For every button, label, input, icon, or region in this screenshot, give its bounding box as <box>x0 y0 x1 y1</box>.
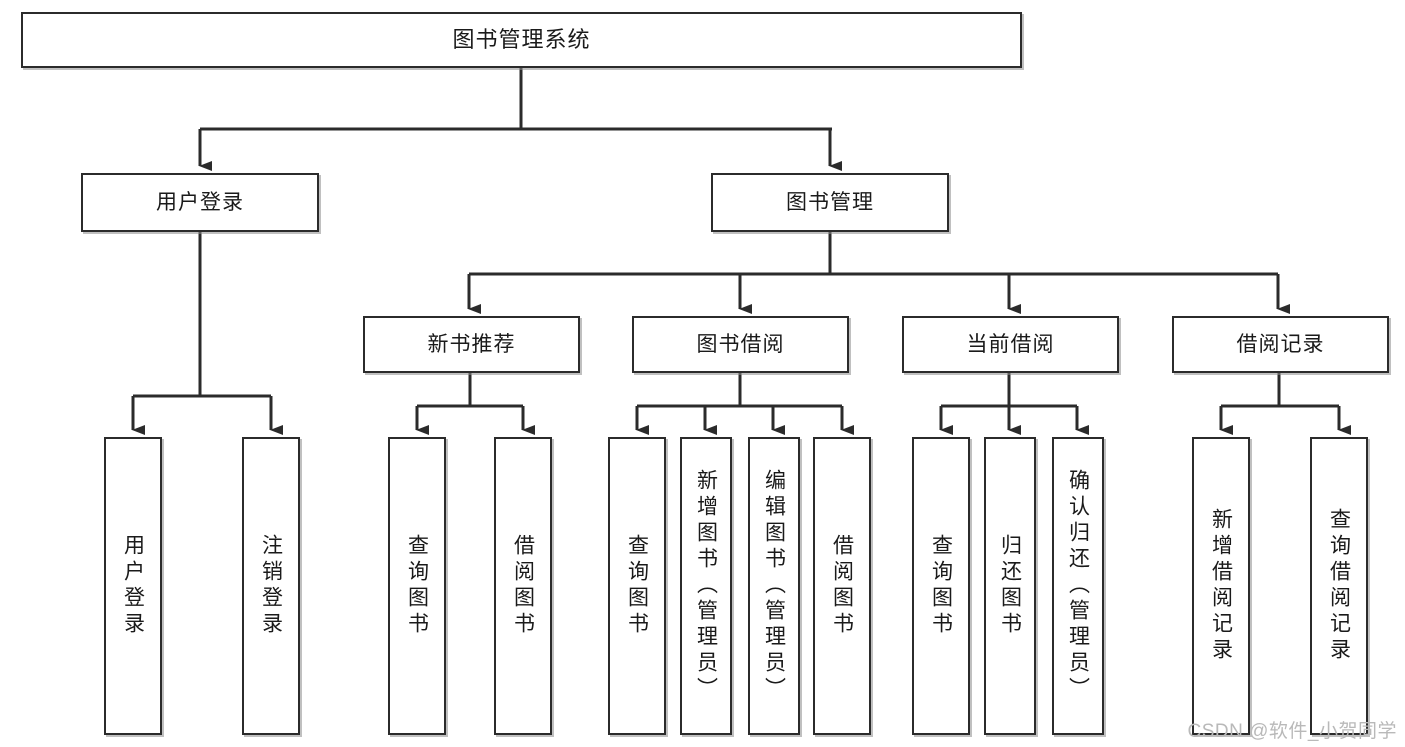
leaf-return-books[interactable]: 归还图书 <box>984 437 1036 735</box>
node-label: 借阅图书 <box>830 534 854 638</box>
node-book-management[interactable]: 图书管理 <box>711 173 949 232</box>
node-label: 图书借阅 <box>696 332 785 356</box>
node-label: 新增图书（管理员） <box>694 469 718 703</box>
leaf-query-borrowing-record[interactable]: 查询借阅记录 <box>1310 437 1368 735</box>
leaf-logout[interactable]: 注销登录 <box>242 437 300 735</box>
node-label: 当前借阅 <box>966 332 1055 356</box>
node-new-book-recommendation[interactable]: 新书推荐 <box>363 316 580 373</box>
node-borrowing-records[interactable]: 借阅记录 <box>1172 316 1389 373</box>
node-label: 借阅记录 <box>1236 332 1325 356</box>
node-label: 查询图书 <box>625 534 649 638</box>
node-book-borrowing[interactable]: 图书借阅 <box>632 316 849 373</box>
node-label: 查询借阅记录 <box>1327 508 1351 664</box>
node-label: 注销登录 <box>259 534 283 638</box>
node-label: 归还图书 <box>998 534 1022 638</box>
node-label: 图书管理系统 <box>452 26 591 52</box>
leaf-query-books-borrowing[interactable]: 查询图书 <box>608 437 666 735</box>
leaf-borrow-books-recommendation[interactable]: 借阅图书 <box>494 437 552 735</box>
node-user-login[interactable]: 用户登录 <box>81 173 319 232</box>
leaf-query-books-recommendation[interactable]: 查询图书 <box>388 437 446 735</box>
node-label: 确认归还（管理员） <box>1066 469 1090 703</box>
node-current-borrowing[interactable]: 当前借阅 <box>902 316 1119 373</box>
node-label: 编辑图书（管理员） <box>762 469 786 703</box>
node-label: 借阅图书 <box>511 534 535 638</box>
node-label: 用户登录 <box>156 190 244 214</box>
leaf-confirm-return-admin[interactable]: 确认归还（管理员） <box>1052 437 1104 735</box>
node-label: 查询图书 <box>405 534 429 638</box>
node-label: 查询图书 <box>929 534 953 638</box>
leaf-add-borrowing-record[interactable]: 新增借阅记录 <box>1192 437 1250 735</box>
node-label: 新增借阅记录 <box>1209 508 1233 664</box>
leaf-query-books-current[interactable]: 查询图书 <box>912 437 970 735</box>
node-label: 用户登录 <box>121 534 145 638</box>
leaf-edit-book-admin[interactable]: 编辑图书（管理员） <box>748 437 800 735</box>
node-root-book-management-system[interactable]: 图书管理系统 <box>21 12 1022 68</box>
node-label: 图书管理 <box>786 190 874 214</box>
leaf-add-book-admin[interactable]: 新增图书（管理员） <box>680 437 732 735</box>
leaf-user-login[interactable]: 用户登录 <box>104 437 162 735</box>
watermark-text: CSDN @软件_小贺同学 <box>1187 721 1397 742</box>
node-label: 新书推荐 <box>427 332 516 356</box>
leaf-borrow-books-borrowing[interactable]: 借阅图书 <box>813 437 871 735</box>
